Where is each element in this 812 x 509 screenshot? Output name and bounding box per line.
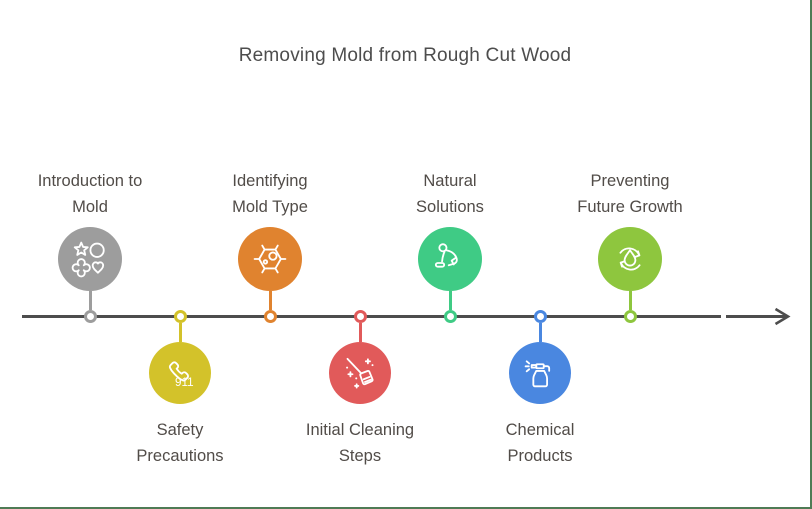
node-icon-bubble <box>418 227 482 291</box>
node-icon-bubble <box>598 227 662 291</box>
node-icon-bubble: 911 <box>149 342 211 404</box>
timeline-marker <box>443 310 457 323</box>
emergency-phone-icon: 911 <box>168 361 194 389</box>
connector-stem <box>88 291 92 310</box>
timeline-marker <box>83 310 97 323</box>
water-recycle-icon <box>619 247 641 271</box>
timeline-axis <box>22 307 791 326</box>
timeline-marker <box>353 310 367 323</box>
page-title: Removing Mold from Rough Cut Wood <box>238 45 572 66</box>
connector-stem <box>358 323 362 342</box>
spray-bottle-icon <box>524 360 551 388</box>
node-icon-bubble <box>329 342 391 404</box>
broom-sweep-icon <box>346 357 374 389</box>
node-icon-bubble <box>238 227 302 291</box>
node-icon-bubble <box>58 227 122 291</box>
connector-stem <box>628 291 632 310</box>
connector-stem <box>178 323 182 342</box>
shapes-icon <box>71 241 105 278</box>
mold-cell-icon <box>253 244 287 274</box>
connector-stem <box>448 291 452 310</box>
arrow-right-icon <box>774 307 791 326</box>
timeline-marker <box>263 310 277 323</box>
timeline-marker <box>533 310 547 323</box>
scrubbing-person-icon <box>434 243 458 268</box>
timeline-marker <box>623 310 637 323</box>
node-icon-bubble <box>509 342 571 404</box>
connector-stem <box>268 291 272 310</box>
connector-stem <box>538 323 542 342</box>
icon-text-911: 911 <box>175 376 194 389</box>
timeline-marker <box>173 310 187 323</box>
